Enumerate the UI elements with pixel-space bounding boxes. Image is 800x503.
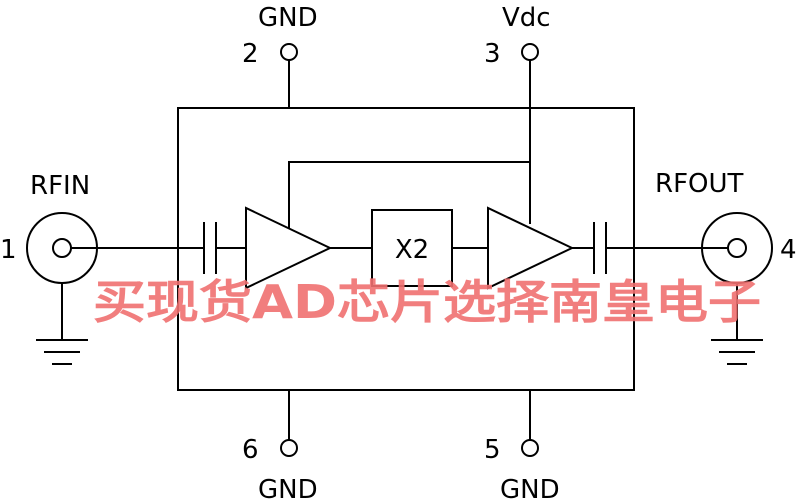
rfin-connector: 1 RFIN — [0, 171, 204, 365]
pin-4-number: 4 — [780, 235, 797, 265]
pin-3: 3 Vdc — [484, 3, 551, 224]
pin-1-label: RFIN — [30, 171, 90, 201]
ground-symbol-right — [711, 339, 763, 365]
output-capacitor — [572, 222, 728, 274]
pin-5: 5 GND — [484, 390, 560, 503]
pin-3-number: 3 — [484, 39, 501, 69]
ground-symbol-left — [36, 339, 88, 365]
pin-2-label: GND — [258, 3, 318, 33]
pin-6-number: 6 — [242, 435, 259, 465]
pin-5-label: GND — [500, 475, 560, 503]
pin-2: 2 GND — [242, 3, 318, 108]
pin-6: 6 GND — [242, 390, 318, 503]
pin-1-number: 1 — [0, 235, 17, 265]
amplifier-2 — [487, 206, 575, 290]
input-capacitor — [203, 222, 246, 274]
multiplier-label: X2 — [395, 235, 429, 265]
pin-3-label: Vdc — [502, 3, 551, 33]
amplifier-1 — [245, 206, 333, 290]
watermark-text: 买现货AD芯片选择南皇电子 — [93, 275, 761, 329]
rfout-connector: 4 RFOUT — [655, 169, 797, 365]
pin-5-number: 5 — [484, 435, 501, 465]
multiplier-block: X2 — [371, 209, 453, 287]
bias-line — [288, 161, 530, 228]
pin-2-number: 2 — [242, 39, 259, 69]
pin-6-label: GND — [258, 475, 318, 503]
pin-4-label: RFOUT — [655, 169, 744, 199]
